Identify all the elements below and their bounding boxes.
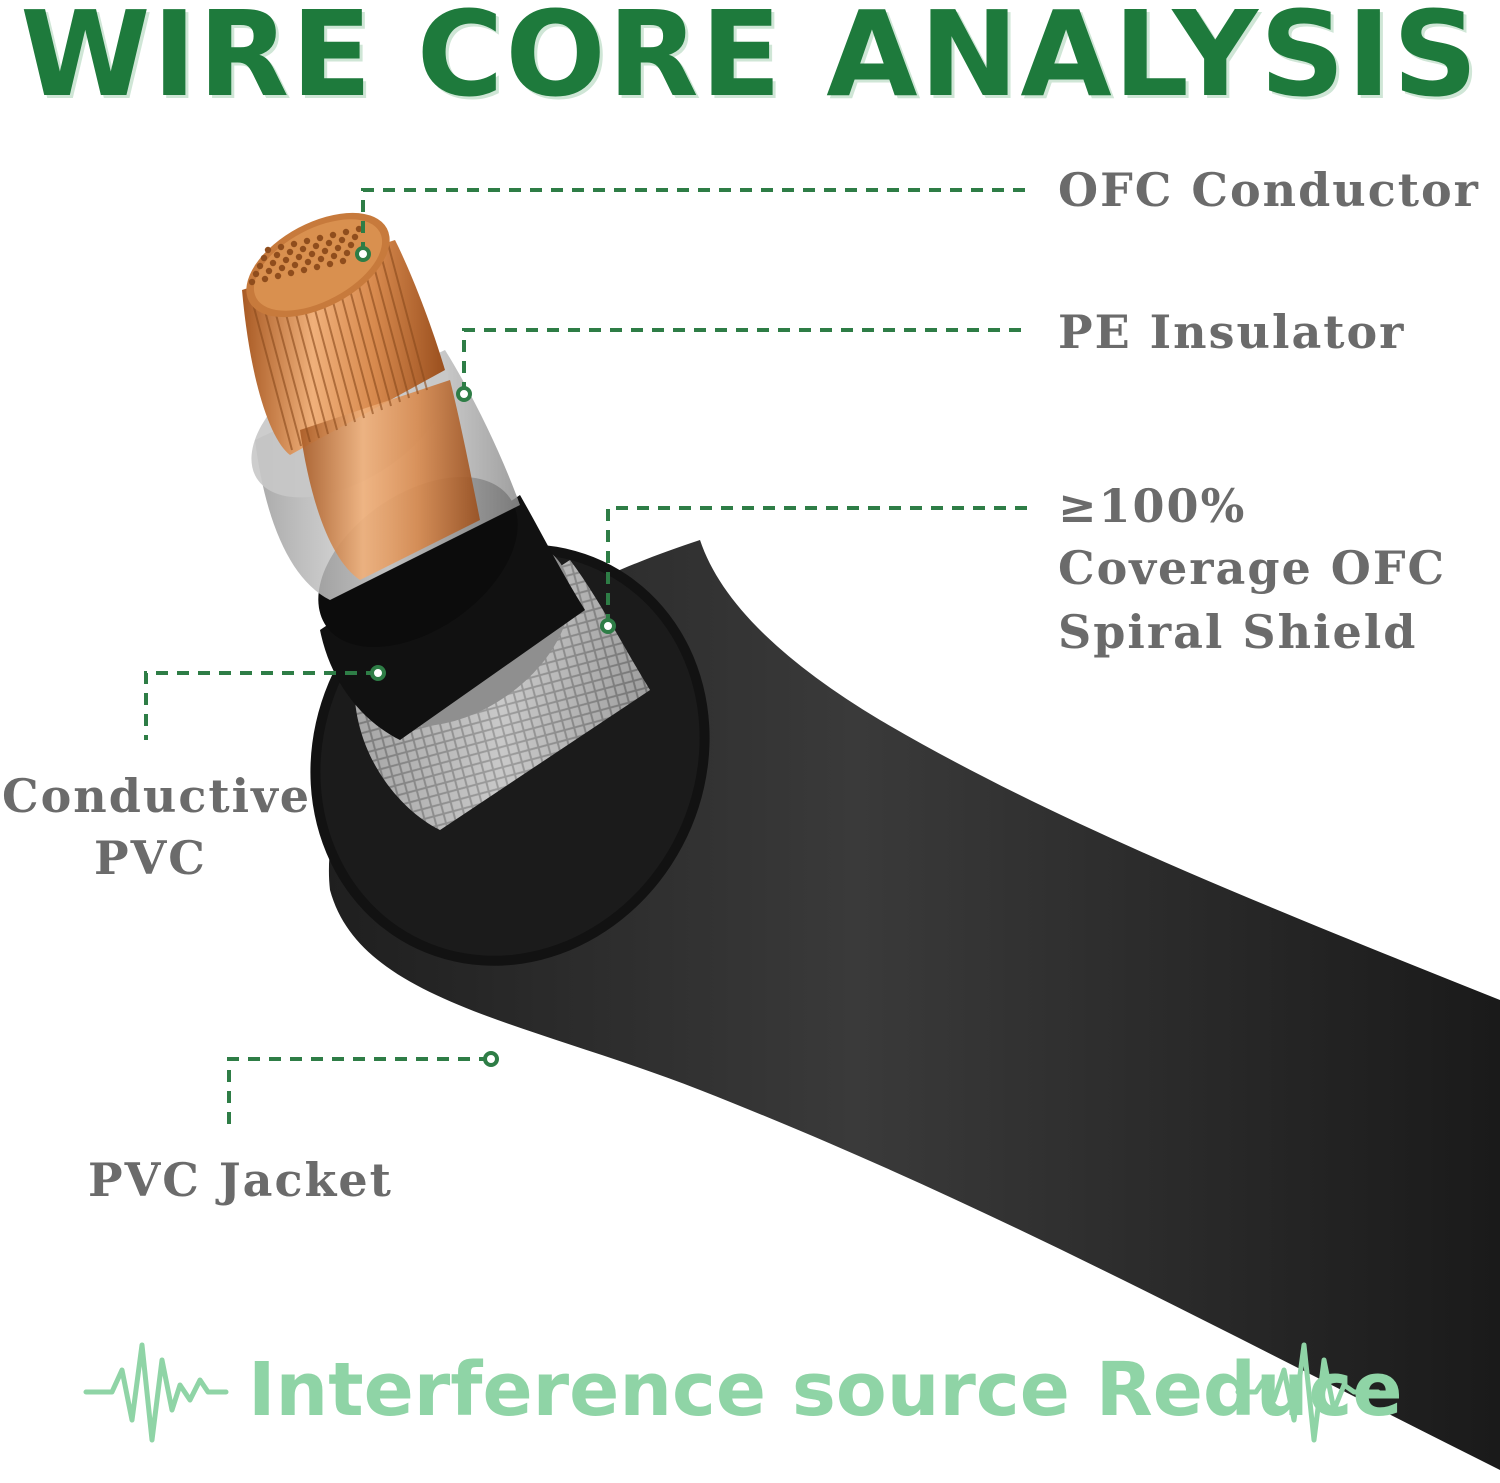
copper-strand-end <box>252 270 260 278</box>
copper-strand-end <box>269 259 277 267</box>
copper-strand-end <box>308 250 316 258</box>
copper-strand-end <box>287 269 295 277</box>
copper-strand-end <box>329 231 337 239</box>
copper-strand <box>269 291 311 443</box>
dot-shield <box>600 618 616 634</box>
copper-strand <box>377 243 419 395</box>
label-shield-line3: Spiral Shield <box>1058 605 1418 659</box>
copper-strand-end <box>312 242 320 250</box>
copper-strand-end <box>326 260 334 268</box>
dot-pe-insulator <box>456 386 472 402</box>
leader-shield <box>606 506 1030 626</box>
copper-strand <box>386 239 428 391</box>
copper-strand-end <box>304 258 312 266</box>
copper-strand-end <box>278 264 286 272</box>
copper-strand <box>260 295 302 447</box>
copper-strand-end <box>334 244 342 252</box>
copper-strand-end <box>338 236 346 244</box>
copper-strand-end <box>291 261 299 269</box>
copper-strand-end <box>300 266 308 274</box>
copper-strand-end <box>277 243 285 251</box>
copper-strand-end <box>317 255 325 263</box>
copper-strand-end <box>295 253 303 261</box>
copper-strand-end <box>339 257 347 265</box>
copper-strand-end <box>347 241 355 249</box>
label-conductive-pvc-line1: Conductive <box>2 769 312 823</box>
label-pvc-jacket: PVC Jacket <box>88 1153 393 1207</box>
leader-ofc-conductor <box>361 188 1030 254</box>
waveform-icon <box>1235 1342 1381 1443</box>
leader-pe-insulator <box>462 328 1030 394</box>
ofc-conductor-shape <box>242 212 480 580</box>
copper-strand-end <box>325 239 333 247</box>
label-ofc-conductor: OFC Conductor <box>1058 163 1480 217</box>
copper-strand-end <box>274 272 282 280</box>
dot-pvc-jacket <box>483 1051 499 1067</box>
leader-lines <box>144 188 1030 1125</box>
copper-strand-end <box>248 278 256 286</box>
copper-strand-end <box>299 245 307 253</box>
dot-ofc-conductor <box>355 246 371 262</box>
copper-strand-end <box>265 267 273 275</box>
leader-dots <box>355 246 616 1067</box>
copper-strand <box>251 299 293 451</box>
copper-strand-end <box>264 246 272 254</box>
label-shield-line2: Coverage OFC <box>1058 541 1447 595</box>
leader-pvc-jacket <box>227 1057 491 1125</box>
label-pe-insulator: PE Insulator <box>1058 305 1406 359</box>
copper-strand-end <box>273 251 281 259</box>
copper-strand-end <box>286 248 294 256</box>
dot-conductive-pvc <box>370 665 386 681</box>
label-conductive-pvc-line2: PVC <box>94 831 207 885</box>
waveform-icon <box>83 1342 229 1443</box>
copper-strand-end <box>303 237 311 245</box>
copper-strand-end <box>330 252 338 260</box>
label-shield-line1: ≥100% <box>1058 479 1247 533</box>
copper-strand-end <box>321 247 329 255</box>
copper-strand <box>368 247 410 399</box>
page-title: WIRE CORE ANALYSIS <box>20 0 1480 123</box>
copper-strand-end <box>260 254 268 262</box>
copper-strand-end <box>343 249 351 257</box>
leader-conductive-pvc <box>144 671 378 740</box>
copper-strand-end <box>342 228 350 236</box>
copper-strand-end <box>282 256 290 264</box>
footer-slogan: Interference source Reduce <box>248 1347 1403 1433</box>
copper-strand-end <box>355 225 363 233</box>
copper-strand-end <box>290 240 298 248</box>
copper-strand-end <box>256 262 264 270</box>
copper-strand-end <box>261 275 269 283</box>
copper-strand-end <box>316 234 324 242</box>
copper-strand-end <box>313 263 321 271</box>
copper-strand-end <box>351 233 359 241</box>
